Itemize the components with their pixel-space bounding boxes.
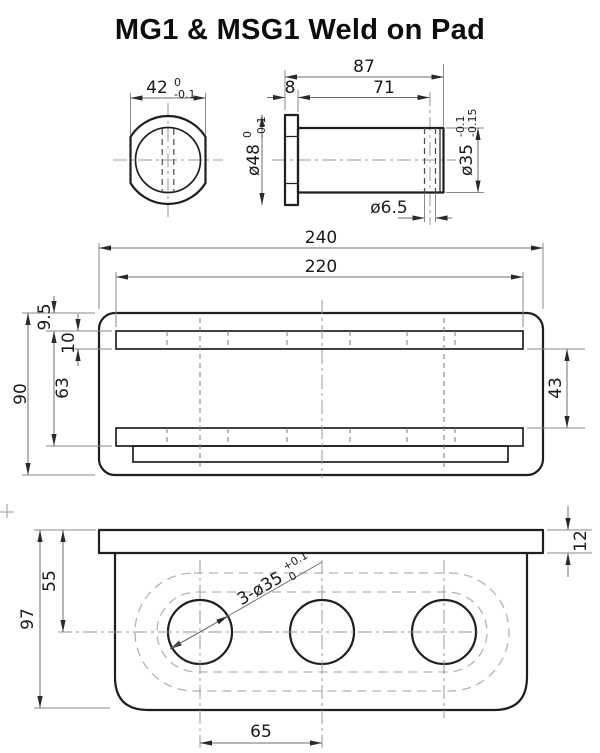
dim-flange-dia-tol-sup: 0 — [241, 131, 254, 138]
dim-shank-dia-tol-bot: -0.15 — [466, 109, 479, 137]
holes-label: 3-ø35 — [234, 568, 286, 610]
pad-outline — [97, 311, 545, 477]
dim-gap: 43 — [546, 377, 566, 399]
dim-overall-height: 90 — [11, 383, 31, 405]
dim-shank-dia-tol-top: -0.1 — [454, 116, 467, 137]
dim-hole-center-depth: 55 — [40, 570, 60, 592]
shank-profile — [296, 126, 445, 194]
dim-plate-thickness: 12 — [571, 530, 591, 552]
dim-bar-height: 10 — [59, 332, 79, 354]
bottom-step — [132, 445, 509, 463]
drawing-title: MG1 & MSG1 Weld on Pad — [114, 14, 486, 46]
top-plate — [97, 528, 545, 555]
dim-edge-offset: 9.5 — [35, 303, 55, 330]
dim-bar-width: 220 — [305, 257, 337, 277]
front-view: 97 55 12 65 3-ø3 — [0, 504, 592, 748]
dim-bar-span: 63 — [53, 377, 73, 399]
dim-overall-width: 240 — [305, 228, 337, 248]
dim-cross-hole-dia: ø6.5 — [370, 198, 407, 218]
bottom-bar — [115, 427, 524, 447]
flange-outline-with-flats — [129, 114, 207, 206]
corner-mark — [0, 504, 14, 520]
dim-flange-dia-tol-sub: -0.1 — [255, 117, 268, 138]
dim-overall-height-front: 97 — [18, 608, 38, 630]
dim-overall-length: 87 — [353, 57, 375, 77]
top-bar — [115, 330, 524, 350]
end-view: 42 0 -0.1 — [113, 76, 223, 218]
plan-view: 240 220 90 9.5 63 — [11, 228, 585, 478]
dim-across-flats-tol-sub: -0.1 — [174, 88, 195, 101]
dim-flange-width: 8 — [285, 78, 296, 98]
side-view: 87 8 71 ø48 0 -0.1 ø35 -0.1 -0.15 — [241, 57, 484, 225]
dim-hole-pitch: 65 — [250, 722, 272, 742]
bar-ticks — [166, 331, 456, 446]
dim-across-flats-tol-sup: 0 — [174, 76, 181, 89]
body-outline — [113, 553, 529, 712]
dim-flange-dia: ø48 — [244, 144, 264, 176]
dim-shank-length: 71 — [373, 78, 395, 98]
dim-across-flats: 42 — [146, 78, 168, 98]
shank-circle — [134, 126, 202, 194]
dim-shank-dia: ø35 — [457, 144, 477, 176]
